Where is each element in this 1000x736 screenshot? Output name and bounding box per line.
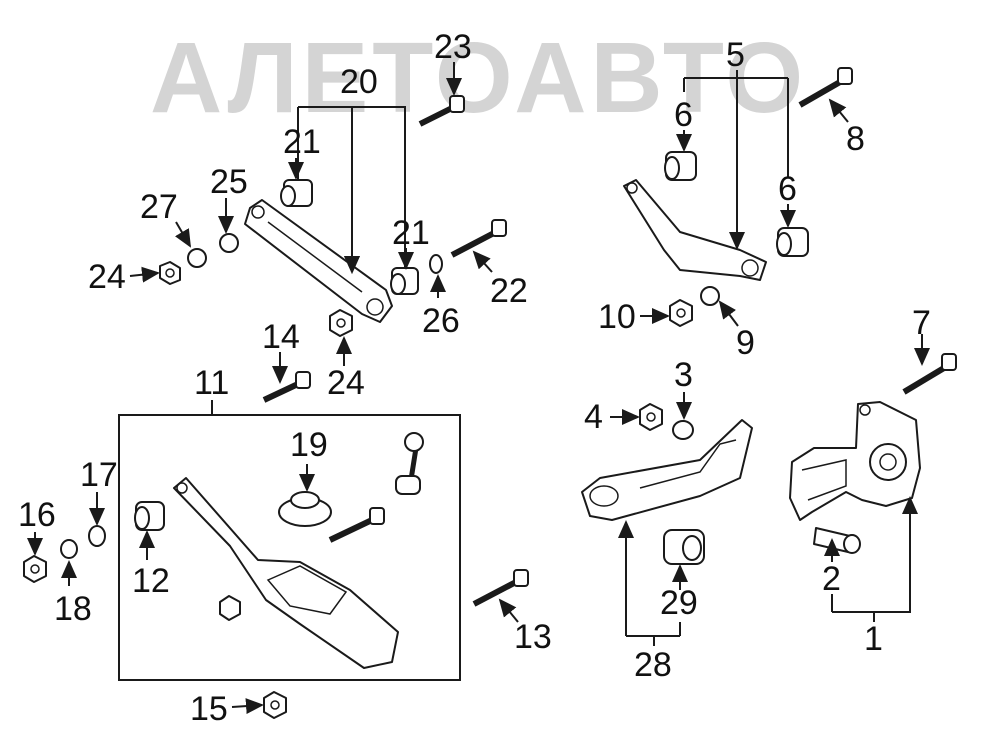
washer-27 [187,248,207,268]
leader-lines [27,62,930,715]
callout-24-left: 24 [88,258,126,296]
bushing-29 [663,529,705,565]
nut-24-left [159,261,181,285]
washer-17 [88,525,106,547]
bushing-6-upper [664,151,697,181]
callout-26: 26 [422,302,460,340]
callout-2: 2 [822,560,841,598]
callout-21-right: 21 [392,214,430,252]
rear-knuckle [789,401,921,521]
callout-29: 29 [660,584,698,622]
nut-15 [263,691,287,719]
washer-9 [700,286,720,306]
bolt-14 [262,371,311,403]
bolt-22 [450,219,507,258]
callout-4: 4 [584,398,603,436]
washer-18 [60,539,78,559]
callout-9: 9 [736,324,755,362]
callout-14: 14 [262,318,300,356]
bolt-2 [813,527,861,554]
bolt-7 [902,353,957,395]
washer-26 [429,254,443,274]
stabilizer-link [395,432,424,495]
upper-control-arm [244,199,393,323]
nut-16 [23,555,47,583]
lower-arm-group-frame [118,414,461,681]
callout-20: 20 [340,63,378,101]
bolt-arm [328,507,385,543]
callout-24-center: 24 [327,364,365,402]
nut-4 [639,403,663,431]
bushing-6-lower [776,227,809,257]
rubber-mount-19 [278,491,332,527]
washer-3 [672,420,694,440]
nut-10 [669,299,693,327]
callout-1: 1 [864,620,883,658]
callout-numbers: 20 21 21 23 22 25 27 24 26 24 5 6 6 8 10… [18,28,931,728]
washer-25 [219,233,239,253]
callout-19: 19 [290,426,328,464]
callout-11: 11 [194,364,229,402]
trailing-arm-28 [581,419,753,521]
bushing-21-left [280,179,313,207]
callout-5: 5 [726,36,745,74]
callout-28: 28 [634,646,672,684]
callout-27: 27 [140,188,178,226]
bolt-23 [418,95,465,127]
callout-25: 25 [210,163,248,201]
bushing-21-right [390,267,419,295]
nut-arm [219,595,241,621]
callout-6-lower: 6 [778,170,797,208]
bolt-13 [472,569,529,607]
callout-6-upper: 6 [674,96,693,134]
callout-16: 16 [18,496,56,534]
callout-8: 8 [846,120,865,158]
control-arm-5 [623,179,767,281]
callout-13: 13 [514,618,552,656]
callout-18: 18 [54,590,92,628]
callout-12: 12 [132,562,170,600]
lower-control-arm [173,477,399,669]
callout-23: 23 [434,28,472,66]
callout-3: 3 [674,356,693,394]
callout-17: 17 [80,456,118,494]
callout-22: 22 [490,272,528,310]
bushing-12 [134,501,165,531]
callout-21-left: 21 [283,123,321,161]
callout-15: 15 [190,690,228,728]
callout-10: 10 [598,298,636,336]
nut-24-center [329,309,353,337]
bolt-8 [798,67,853,108]
callout-7: 7 [912,304,931,342]
